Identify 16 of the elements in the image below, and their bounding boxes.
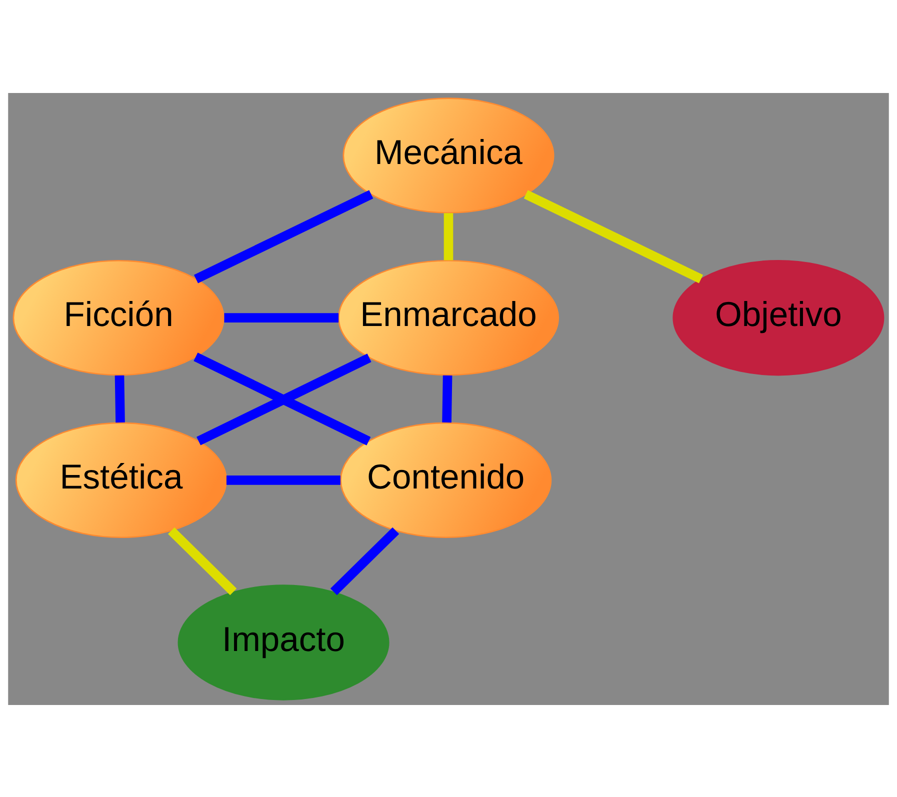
- connector: [168, 526, 237, 595]
- node-ellipse: Contenido: [340, 422, 552, 538]
- connector: [524, 190, 704, 283]
- connector: [224, 312, 339, 322]
- node-ellipse: Enmarcado: [338, 259, 559, 376]
- node-ellipse: Impacto: [178, 584, 390, 700]
- node-ellipse: Ficción: [12, 259, 224, 376]
- connector: [330, 526, 400, 595]
- connector: [444, 212, 454, 260]
- connector: [442, 374, 452, 422]
- node-ellipse: Mecánica: [342, 97, 554, 213]
- connector: [194, 190, 374, 283]
- connector: [114, 374, 125, 422]
- connector: [226, 475, 340, 484]
- node-ellipse: Objetivo: [672, 259, 884, 376]
- node-ellipse: Estética: [15, 422, 227, 538]
